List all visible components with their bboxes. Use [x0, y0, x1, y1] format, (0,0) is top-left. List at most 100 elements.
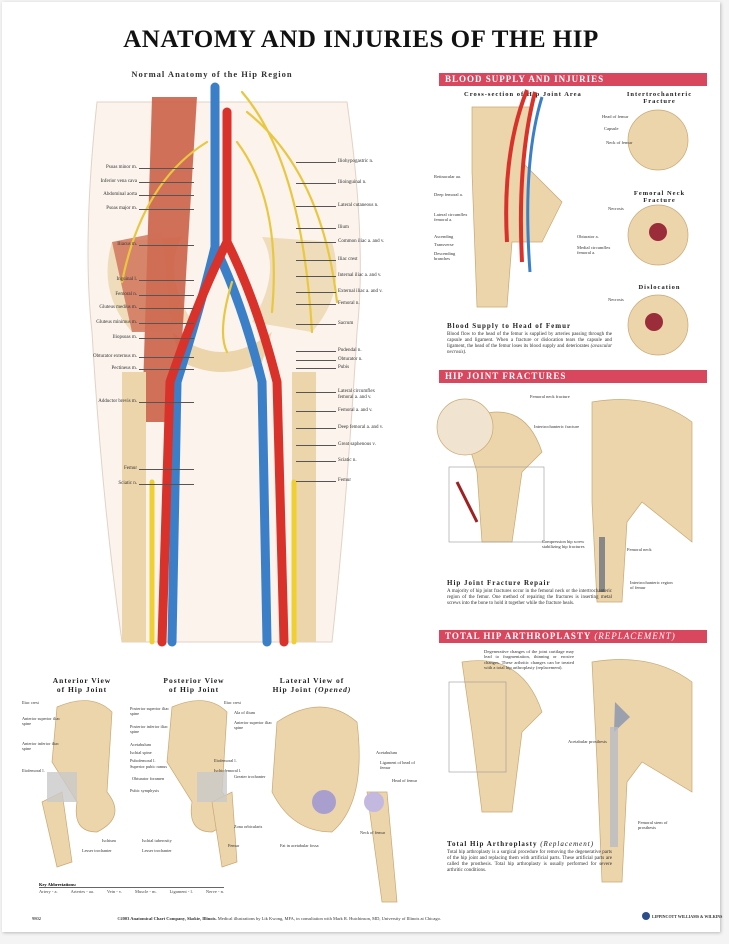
hip-joint-views-illustration	[41, 700, 398, 903]
lateral-title-em: (Opened)	[314, 685, 352, 694]
fractures-banner: HIP JOINT FRACTURES	[439, 370, 707, 383]
key-item: Muscle - m.	[134, 889, 157, 894]
tha-label: Acetabular prosthesis	[568, 739, 607, 744]
main-right-label: Femoral a. and v.	[296, 408, 388, 414]
main-left-label: Sciatic n.	[118, 481, 193, 486]
posterior-view-label: Acetabulum	[130, 742, 151, 747]
cross-section-label: Medial circumflex femoral a.	[577, 245, 611, 255]
tha-text: Total hip arthroplasty is a surgical pro…	[447, 850, 612, 873]
posterior-view-title: Posterior View of Hip Joint	[163, 676, 225, 694]
posterior-view-label: Iliofemoral l.	[214, 758, 237, 763]
cross-section-label: Deep femoral a.	[434, 192, 463, 197]
main-left-label: Femur	[123, 466, 195, 471]
posterior-view-label: Ala of ilium	[234, 710, 256, 715]
femoral-neck-title: Femoral Neck Fracture	[633, 190, 686, 204]
fracture-label: Compression hip screw stabilizing hip fr…	[542, 539, 585, 549]
intertrochanteric-title: Intertrochanteric Fracture	[626, 91, 693, 105]
main-right-label: Femur	[296, 478, 388, 484]
main-left-label: Gluteus minimus m.	[96, 320, 194, 325]
posterior-view-label: Anterior superior iliac spine	[234, 720, 273, 730]
supply-body: Blood flow to the head of the femur is s…	[447, 332, 612, 349]
supply-title: Blood Supply to Head of Femur	[447, 322, 572, 330]
key-item: Nerve - n.	[205, 889, 224, 894]
supply-em: (avascular necrosis).	[447, 344, 613, 355]
credits: ©2003 Anatomical Chart Company, Skokie, …	[117, 916, 441, 921]
cross-section-label: Neck of femur	[606, 140, 633, 145]
tha-label: Femoral stem of prosthesis	[638, 820, 668, 830]
posterior-view-label: Femur	[228, 843, 240, 848]
main-left-label: Gluteus medius m.	[99, 305, 194, 310]
key-item: Arteries - aa.	[70, 889, 94, 894]
tha-title-text: Total Hip Arthroplasty	[447, 840, 538, 848]
necrosis-label: Necrosis	[608, 206, 624, 211]
lateral-view-label: Ligament of head of femur	[380, 760, 415, 770]
cross-section-label: Obturator a.	[577, 234, 599, 239]
lateral-view-title: Lateral View of Hip Joint (Opened)	[272, 676, 352, 694]
main-right-label: Great saphenous v.	[296, 442, 388, 448]
cross-section-label: Ascending	[434, 234, 454, 239]
posterior-view-label: Ischial spine	[130, 750, 152, 755]
cross-section-label: Capsule	[604, 126, 619, 131]
lateral-title-text: Lateral View of Hip Joint	[272, 676, 345, 694]
cross-section-label: Head of femur	[602, 114, 629, 119]
main-right-label: Pudendal n.	[296, 348, 388, 354]
main-left-label: Psoas major m.	[106, 206, 194, 211]
repair-text: A majority of hip joint fractures occur …	[447, 589, 612, 606]
posterior-view-label: Zona orbicularis	[234, 824, 263, 829]
anterior-view-label: Iliofemoral l.	[22, 768, 45, 773]
fracture-label: Femoral neck	[627, 547, 652, 552]
key-item: Ligament - l.	[169, 889, 193, 894]
lateral-view-label: Head of femur	[392, 778, 418, 783]
main-right-label: Femoral n.	[296, 301, 388, 307]
main-left-label: Pectineus m.	[111, 366, 193, 371]
main-subtitle: Normal Anatomy of the Hip Region	[131, 69, 293, 79]
publisher-name: LIPPINCOTT WILLIAMS & WILKINS	[652, 913, 723, 919]
fracture-label: Intertrochanteric fracture	[534, 424, 580, 429]
main-left-label: Iliopsoas m.	[112, 335, 196, 340]
posterior-view-label: Obturator foramen	[132, 776, 165, 781]
main-right-label: Iliohypogastric n.	[296, 159, 388, 165]
cross-section-label: Retinacular aa.	[434, 174, 461, 179]
cross-section-title: Cross-section of Hip Joint Area	[464, 91, 582, 98]
anterior-view-label: Anterior inferior iliac spine	[22, 741, 59, 751]
lateral-view-label: Fat in acetabular fossa	[280, 843, 319, 848]
tha-banner: TOTAL HIP ARTHROPLASTY (REPLACEMENT)	[439, 630, 707, 643]
tha-title: Total Hip Arthroplasty (Replacement)	[447, 840, 594, 848]
anterior-view-label: Anterior superior iliac spine	[22, 716, 61, 726]
supply-text: Blood flow to the head of the femur is s…	[447, 332, 612, 356]
tha-banner-em: (REPLACEMENT)	[594, 631, 676, 641]
poster-title: ANATOMY AND INJURIES OF THE HIP	[123, 26, 599, 53]
main-right-label: Lateral cutaneous n.	[296, 203, 388, 209]
main-left-label: Inferior vena cava	[100, 179, 195, 184]
main-left-label: Femoral n.	[115, 292, 193, 297]
publisher-logo: LIPPINCOTT WILLIAMS & WILKINS	[642, 912, 722, 920]
main-left-label: Adductor brevis m.	[98, 399, 194, 404]
cross-section-label: Lateral circumflex femoral a.	[434, 212, 468, 222]
main-left-label: Obturator externus m.	[92, 354, 195, 359]
repair-title: Hip Joint Fracture Repair	[447, 579, 551, 587]
main-left-label: Inguinal l.	[116, 277, 193, 282]
main-right-label: Lateral circumflex femoral a. and v.	[296, 389, 388, 400]
anterior-view-label: Lesser trochanter	[82, 848, 112, 853]
credit-company: ©2003 Anatomical Chart Company, Skokie, …	[117, 916, 217, 921]
tha-note: Degenerative changes of the joint cartil…	[484, 649, 574, 671]
posterior-view-label: Posterior inferior iliac spine	[130, 724, 168, 734]
main-right-label: Common iliac a. and v.	[296, 239, 388, 245]
posterior-view-label: Lesser trochanter	[142, 848, 172, 853]
lateral-view-label: Neck of femur	[360, 830, 386, 835]
key-abbreviations: Artery - a.Arteries - aa.Vein - v.Muscle…	[39, 889, 224, 894]
posterior-view-label: Superior pubic ramus	[130, 764, 167, 769]
fracture-label: Intertrochanteric region of femur	[630, 580, 673, 590]
blood-supply-banner: BLOOD SUPPLY AND INJURIES	[439, 73, 707, 86]
poster: ANATOMY AND INJURIES OF THE HIP Normal A…	[2, 2, 722, 932]
key-item: Artery - a.	[39, 889, 58, 894]
posterior-view-label: Greater trochanter	[234, 774, 266, 779]
credit-illustrator: Medical illustrations by Lik Kwong, MFA,…	[217, 916, 442, 921]
posterior-view-label: Pubofemoral l.	[130, 758, 156, 763]
main-right-label: External iliac a. and v.	[296, 289, 388, 295]
main-left-label: Psoas minor m.	[106, 165, 194, 170]
main-right-label: Sciatic n.	[296, 458, 388, 464]
main-left-label: Abdominal aorta	[103, 192, 194, 197]
poster-code: 9802	[32, 916, 41, 921]
